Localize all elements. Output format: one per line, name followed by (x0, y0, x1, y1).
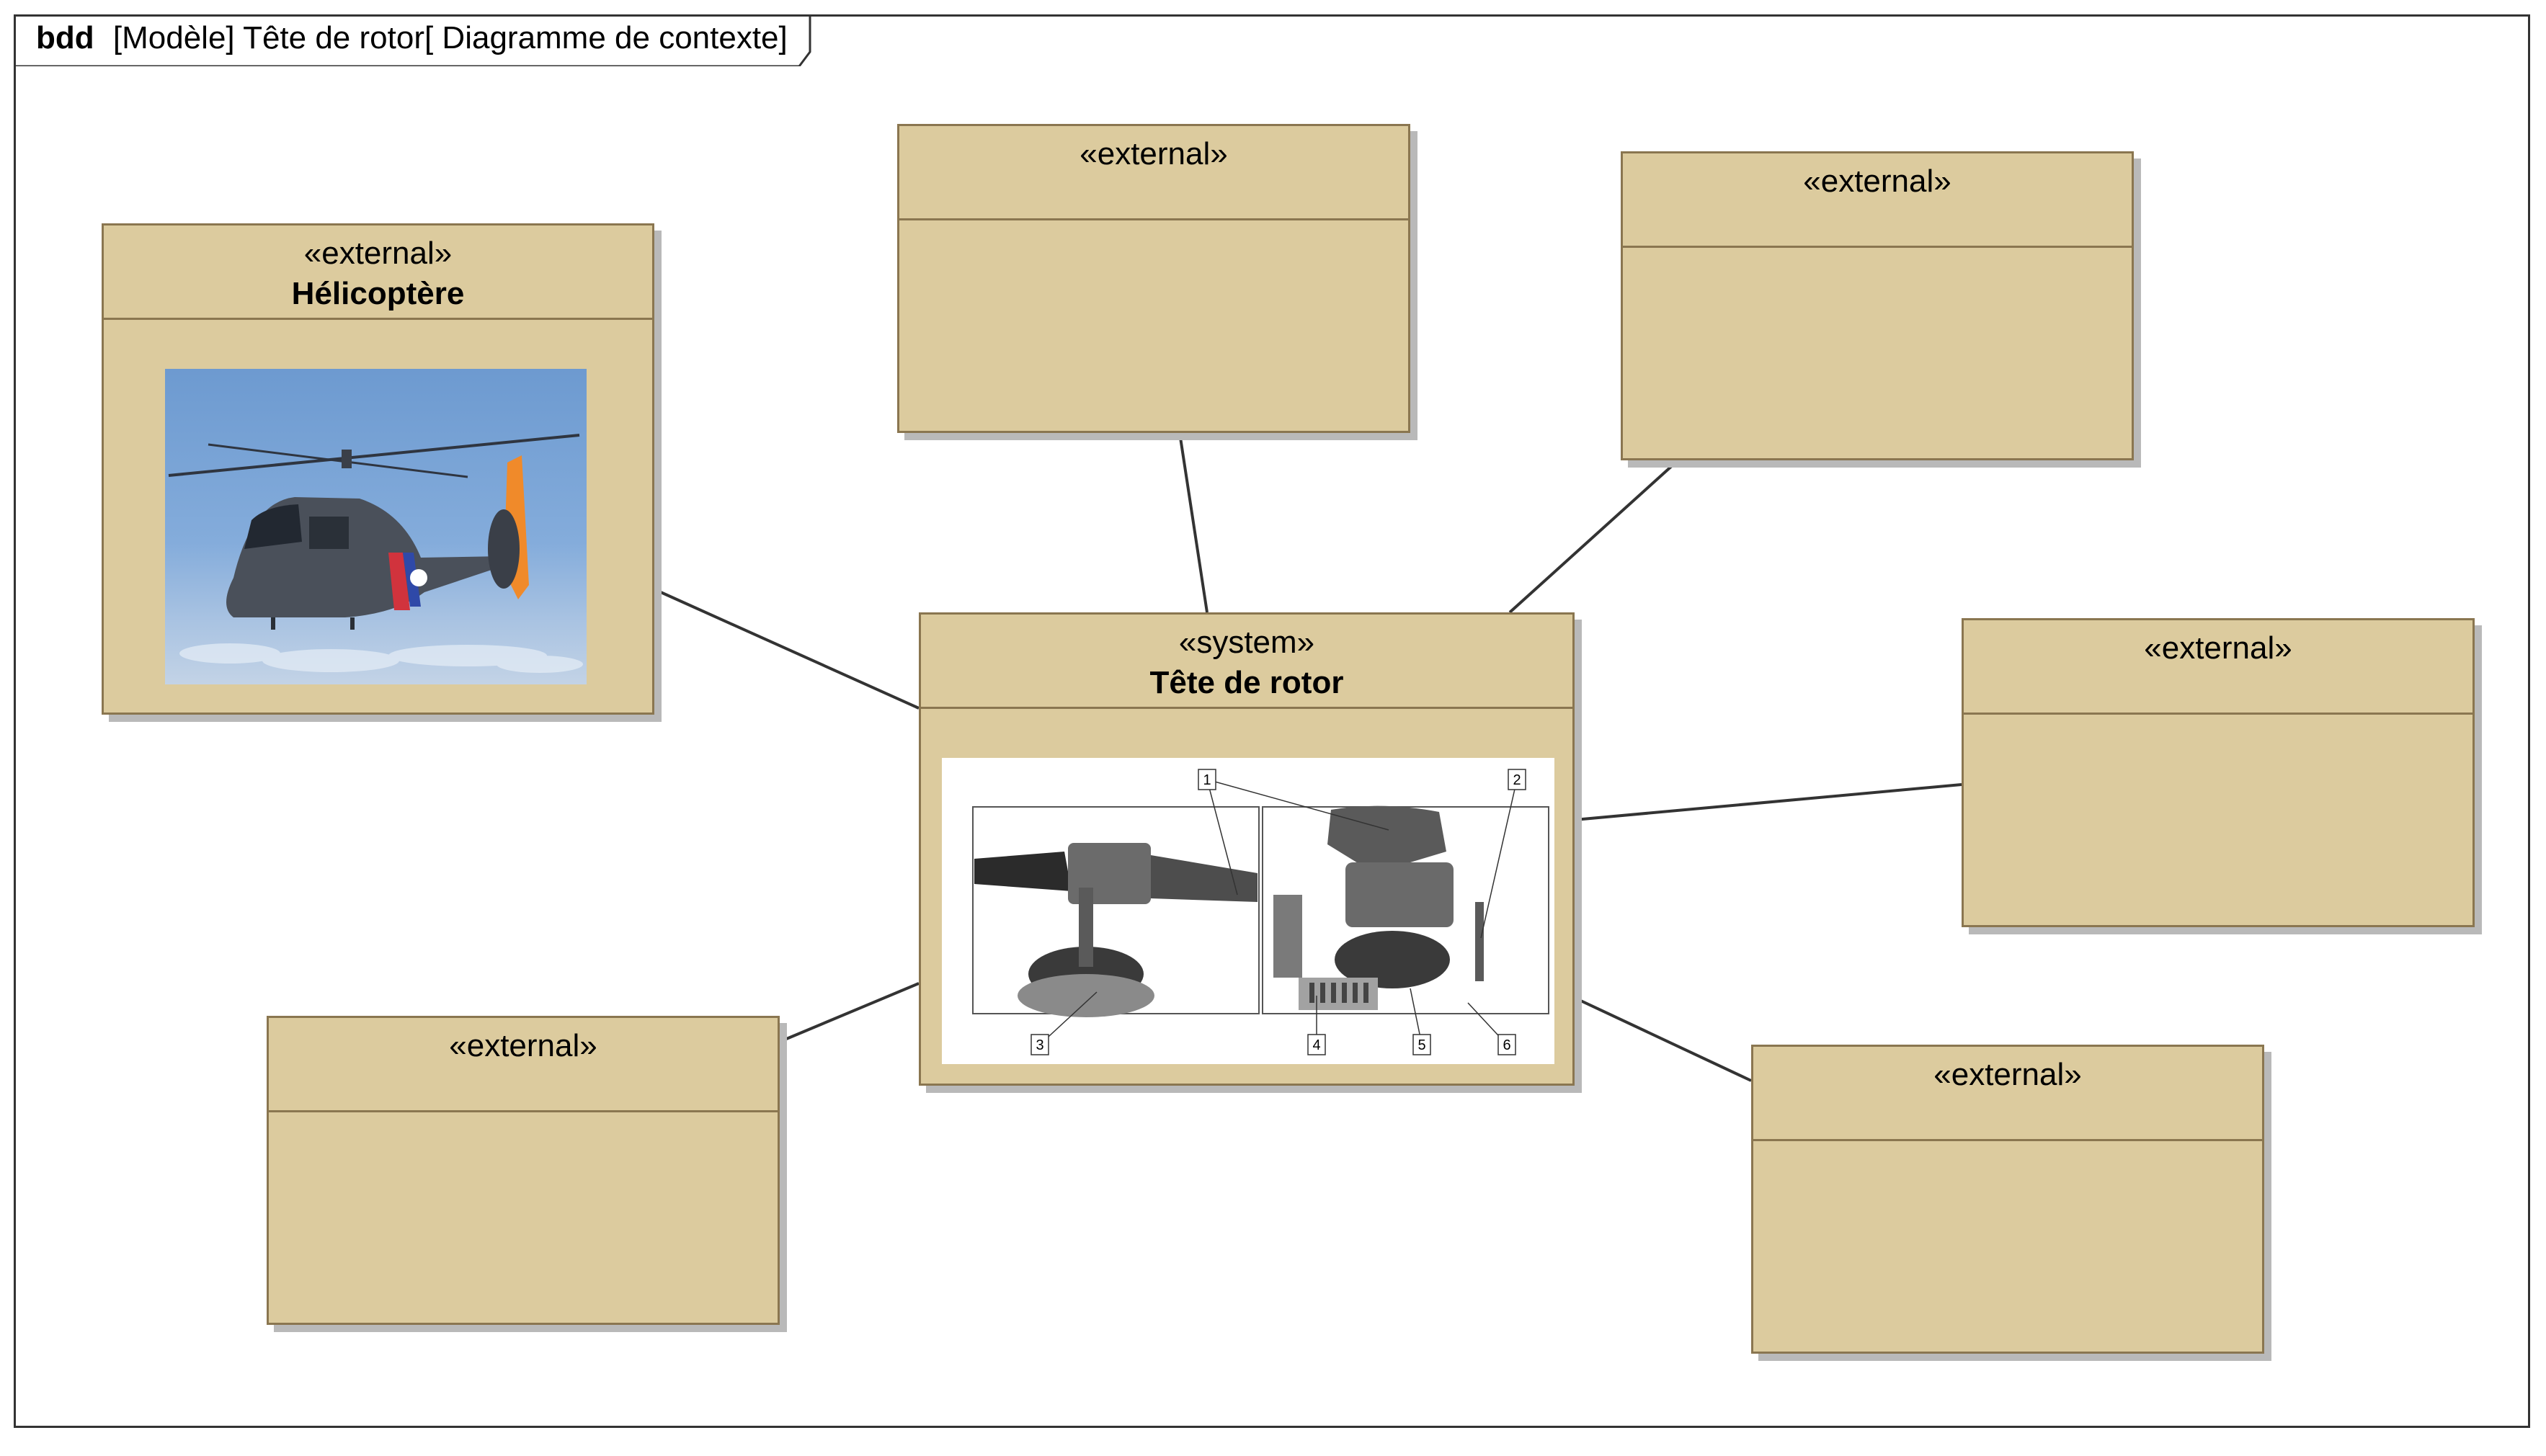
block-header: «external» (269, 1018, 778, 1112)
block-header: «external» (1753, 1047, 2262, 1141)
block-external-top[interactable]: «external» (897, 124, 1410, 433)
block-header: «external» (1964, 620, 2472, 715)
callout-5: 5 (1417, 1037, 1425, 1053)
link-bottom-left[interactable] (775, 982, 920, 1045)
block-header: «system» Tête de rotor (921, 615, 1572, 709)
block-system-tete-de-rotor[interactable]: «system» Tête de rotor (919, 612, 1575, 1086)
link-right[interactable] (1574, 783, 1962, 821)
helicopter-photo (165, 369, 587, 684)
rotor-head-figure: 1 2 3 4 5 6 (942, 758, 1554, 1064)
link-top[interactable] (1178, 432, 1209, 613)
block-external-bottom-right[interactable]: «external» (1751, 1045, 2264, 1354)
link-helicoptere[interactable] (654, 588, 920, 710)
block-external-bottom-left[interactable]: «external» (267, 1016, 780, 1325)
block-name: Tête de rotor (1149, 665, 1344, 700)
stereotype-label: «external» (2144, 630, 2292, 666)
stereotype-label: «external» (303, 236, 453, 271)
frame-label: bdd [Modèle] Tête de rotor[ Diagramme de… (36, 20, 788, 56)
callout-3: 3 (1036, 1037, 1043, 1053)
callout-2: 2 (1513, 772, 1521, 788)
callout-4: 4 (1312, 1037, 1320, 1053)
frame-kind: bdd (36, 20, 94, 55)
frame-tab (14, 14, 811, 66)
callout-1: 1 (1203, 772, 1211, 788)
block-header: «external» Hélicoptère (104, 225, 652, 320)
stereotype-label: «system» (1178, 625, 1315, 660)
callout-6: 6 (1503, 1037, 1510, 1053)
frame-title: [Modèle] Tête de rotor[ Diagramme de con… (112, 20, 788, 55)
block-external-top-right[interactable]: «external» (1621, 151, 2134, 460)
link-top-right[interactable] (1508, 456, 1683, 614)
stereotype-label: «external» (1933, 1057, 2082, 1092)
block-name: Hélicoptère (291, 276, 465, 311)
block-header: «external» (1623, 153, 2132, 248)
stereotype-label: «external» (449, 1028, 597, 1063)
stereotype-label: «external» (1803, 164, 1951, 199)
block-external-right[interactable]: «external» (1962, 618, 2475, 927)
link-bottom-right[interactable] (1574, 996, 1752, 1082)
stereotype-label: «external» (1080, 136, 1228, 171)
block-header: «external» (899, 126, 1408, 220)
diagram-frame (14, 14, 2530, 1428)
block-helicoptere[interactable]: «external» Hélicoptère (102, 223, 654, 715)
